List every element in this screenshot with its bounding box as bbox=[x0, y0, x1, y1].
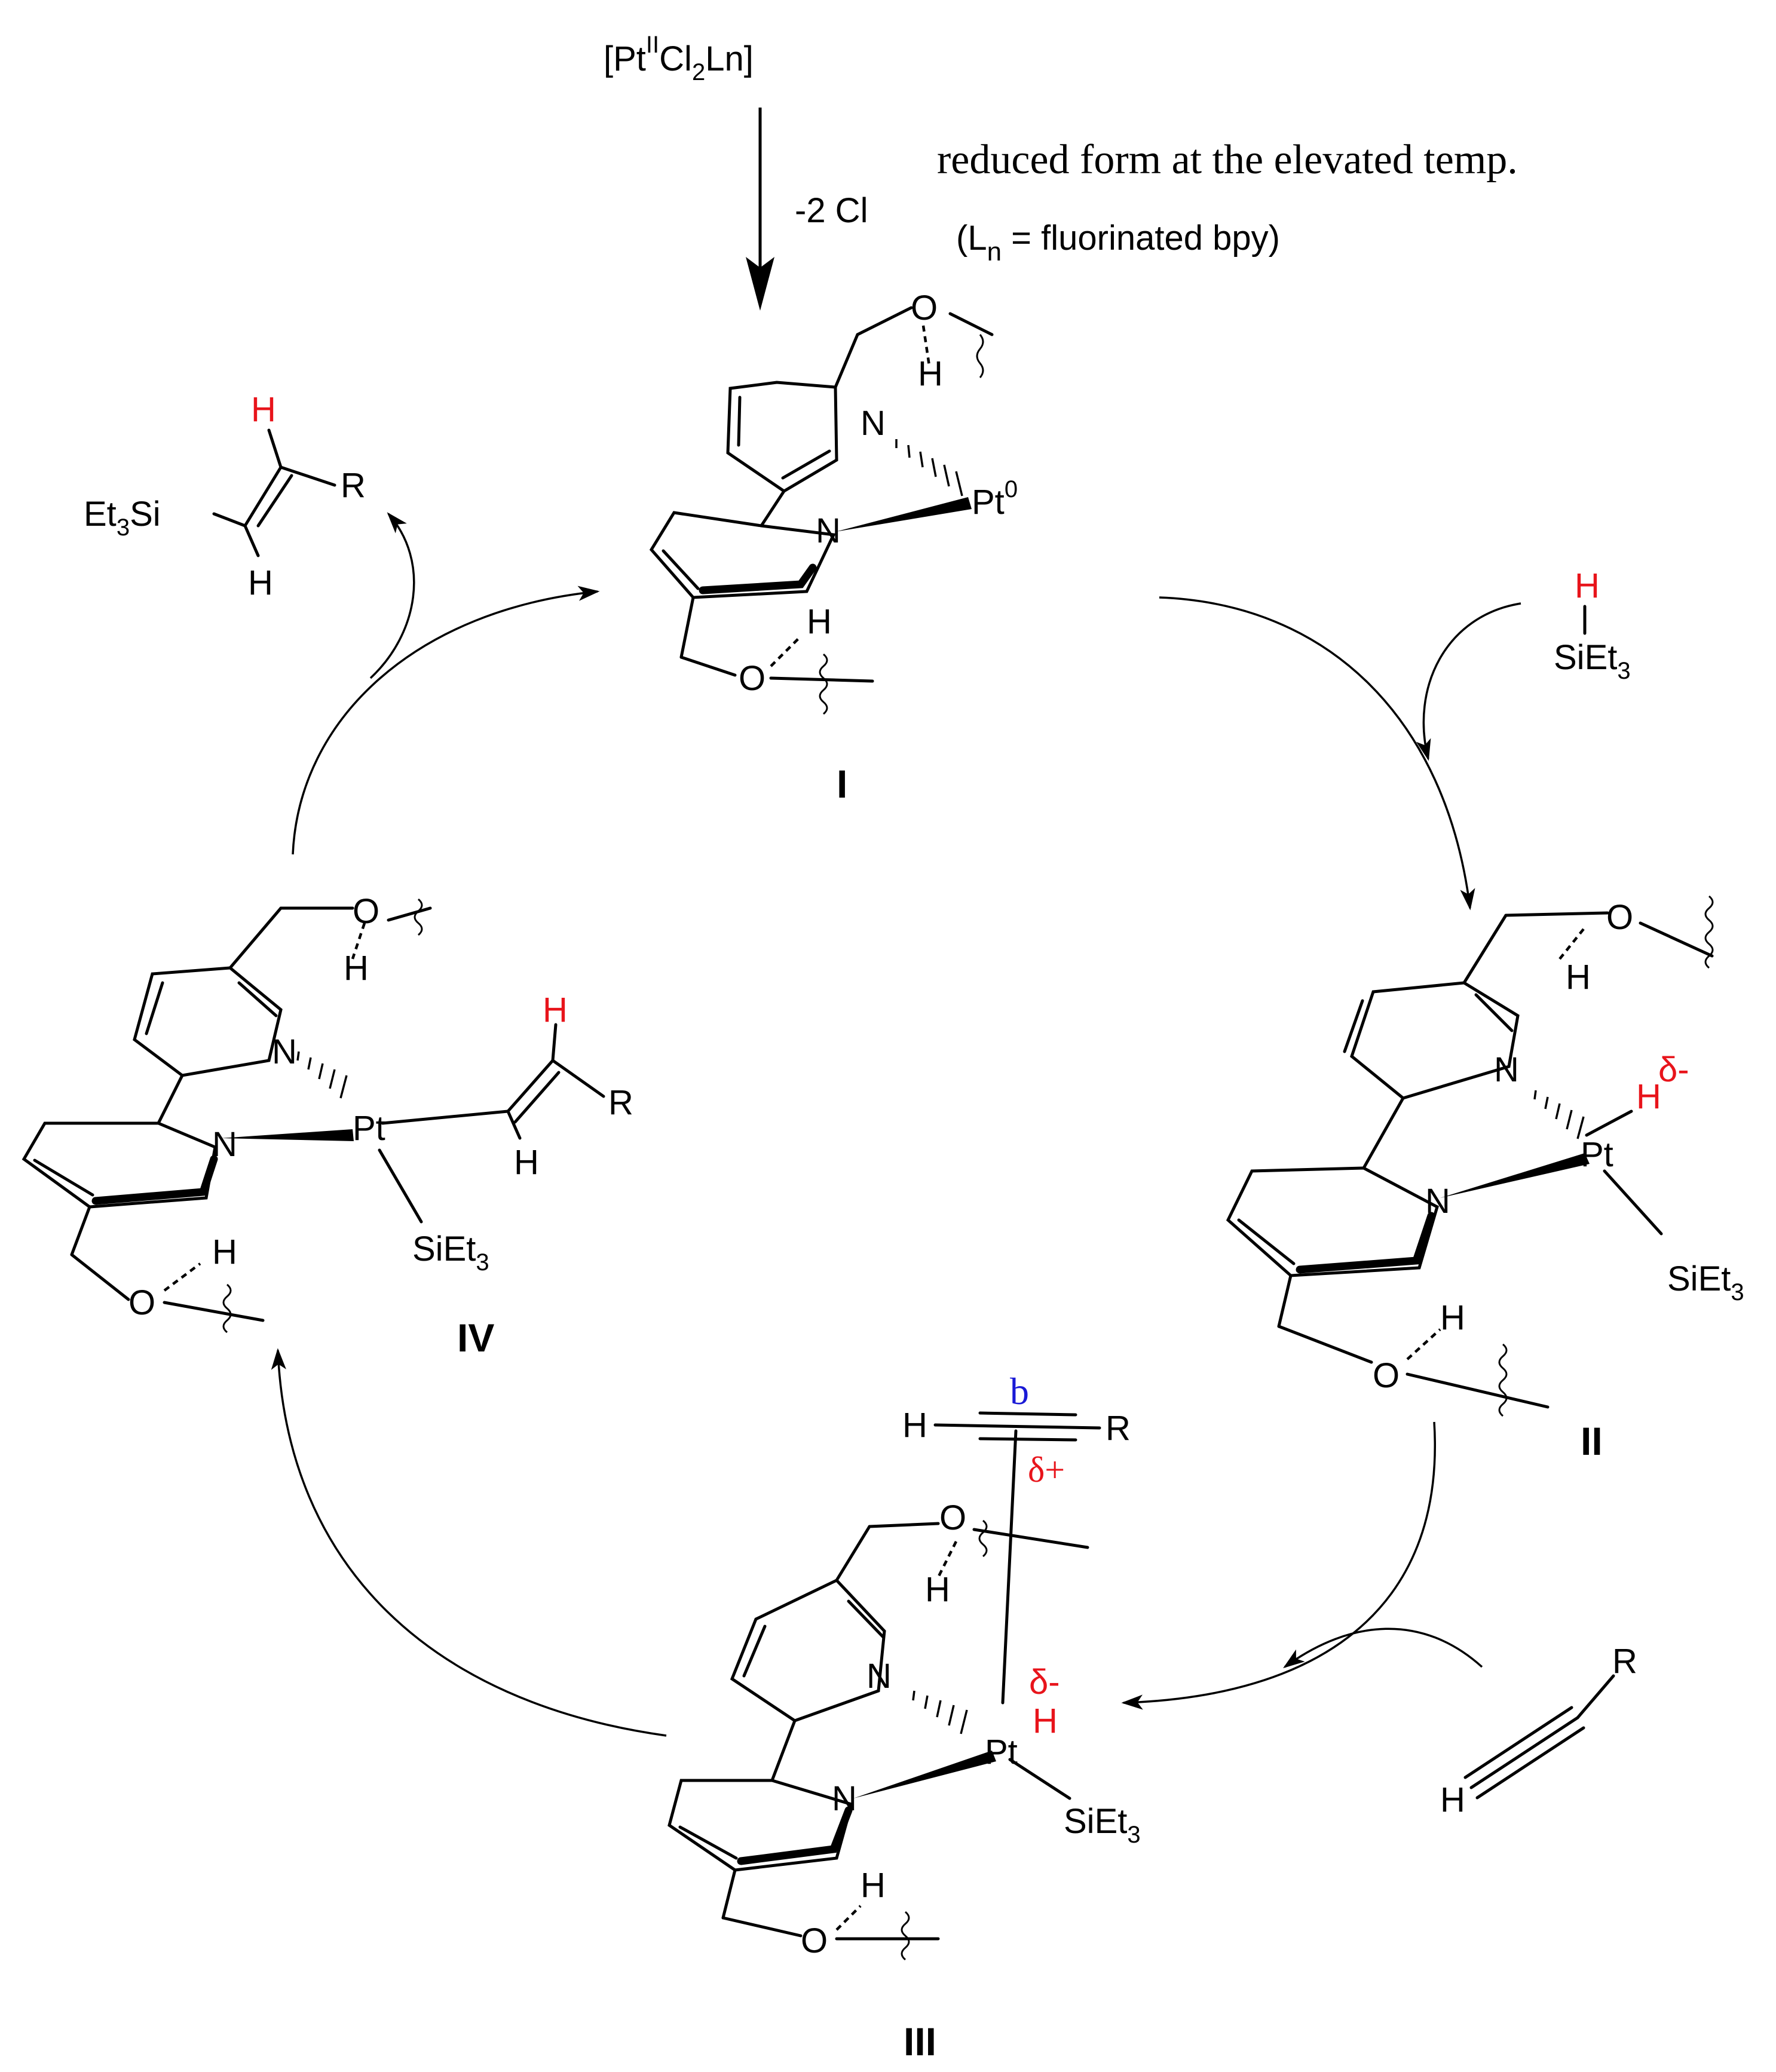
arrow-III-to-IV bbox=[271, 1348, 667, 1737]
activation-arrowhead bbox=[746, 257, 774, 311]
svg-text:O: O bbox=[801, 1921, 828, 1960]
label-II: II bbox=[1581, 1419, 1603, 1463]
svg-text:H: H bbox=[918, 354, 943, 393]
svg-text:N: N bbox=[1494, 1050, 1519, 1089]
svg-text:N: N bbox=[272, 1032, 297, 1071]
arrow-alkyne-addition bbox=[1283, 1627, 1483, 1669]
svg-text:SiEt3: SiEt3 bbox=[1554, 638, 1631, 684]
svg-text:N: N bbox=[816, 511, 841, 550]
label-I: I bbox=[837, 762, 847, 806]
svg-text:N: N bbox=[1425, 1182, 1450, 1221]
complex-II: O H N N Pt H δ- SiEt3 H O bbox=[1226, 895, 1744, 1417]
svg-text:H: H bbox=[212, 1233, 237, 1271]
svg-text:H: H bbox=[1033, 1702, 1058, 1740]
svg-text:H: H bbox=[1566, 958, 1591, 997]
label-III: III bbox=[904, 2019, 936, 2064]
svg-text:H: H bbox=[925, 1570, 950, 1609]
svg-text:δ+: δ+ bbox=[1028, 1450, 1065, 1489]
svg-text:H: H bbox=[543, 991, 568, 1029]
svg-text:O: O bbox=[128, 1283, 155, 1322]
svg-text:N: N bbox=[832, 1779, 857, 1818]
svg-text:O: O bbox=[939, 1498, 966, 1537]
svg-text:Pt0: Pt0 bbox=[972, 476, 1018, 522]
svg-text:R: R bbox=[1612, 1642, 1637, 1681]
svg-text:[PtIICl2Ln]: [PtIICl2Ln] bbox=[604, 32, 754, 85]
svg-text:H: H bbox=[861, 1866, 886, 1905]
svg-text:b: b bbox=[1010, 1370, 1029, 1412]
triethylsilane-reagent: H SiEt3 bbox=[1554, 566, 1631, 684]
svg-text:H: H bbox=[248, 563, 273, 602]
arrow-II-to-III bbox=[1121, 1421, 1436, 1710]
svg-text:H: H bbox=[251, 390, 276, 429]
svg-text:SiEt3: SiEt3 bbox=[412, 1230, 489, 1276]
arrow-silane-addition bbox=[1416, 602, 1521, 761]
svg-text:R: R bbox=[341, 466, 366, 505]
svg-text:O: O bbox=[911, 289, 938, 327]
reduction-note: reduced form at the elevated temp. bbox=[937, 137, 1518, 183]
complex-I: N N O O H H Pt0 bbox=[649, 289, 1018, 715]
label-IV: IV bbox=[457, 1316, 494, 1360]
svg-text:δ-: δ- bbox=[1029, 1663, 1060, 1702]
svg-text:N: N bbox=[212, 1125, 237, 1164]
svg-text:SiEt3: SiEt3 bbox=[1064, 1802, 1141, 1848]
svg-text:H: H bbox=[1440, 1298, 1465, 1337]
svg-text:Pt: Pt bbox=[353, 1109, 385, 1148]
svg-text:H: H bbox=[902, 1406, 927, 1445]
svg-text:N: N bbox=[861, 404, 886, 443]
svg-text:O: O bbox=[739, 659, 765, 698]
complex-IV: O H N N Pt H R H SiEt3 H O bbox=[22, 892, 633, 1334]
svg-text:H: H bbox=[807, 602, 832, 641]
precursor-formula: [PtIICl2Ln] bbox=[604, 32, 754, 85]
svg-text:H: H bbox=[514, 1143, 539, 1182]
svg-text:R: R bbox=[1106, 1409, 1131, 1448]
svg-text:O: O bbox=[353, 892, 379, 931]
svg-text:(Ln = fluorinated bpy): (Ln = fluorinated bpy) bbox=[956, 219, 1280, 266]
svg-text:SiEt3: SiEt3 bbox=[1667, 1259, 1744, 1305]
svg-text:O: O bbox=[1373, 1356, 1400, 1395]
svg-text:R: R bbox=[608, 1083, 633, 1122]
svg-text:H: H bbox=[1575, 566, 1600, 605]
chloride-loss-label: -2 Cl bbox=[795, 191, 868, 230]
svg-text:O: O bbox=[1606, 898, 1633, 937]
complex-III: H R b δ+ O H N N bbox=[667, 1370, 1141, 1961]
svg-text:Et3Si: Et3Si bbox=[84, 495, 161, 541]
arrow-I-to-II bbox=[1159, 596, 1475, 911]
svg-text:H: H bbox=[1440, 1780, 1465, 1819]
svg-text:δ-: δ- bbox=[1658, 1050, 1689, 1089]
svg-text:H: H bbox=[344, 949, 369, 988]
svg-text:Pt: Pt bbox=[985, 1733, 1018, 1771]
ligand-note: (Ln = fluorinated bpy) bbox=[956, 219, 1280, 266]
arrow-IV-to-I bbox=[292, 586, 600, 855]
svg-text:N: N bbox=[866, 1657, 892, 1696]
vinylsilane-product: Et3Si H R H bbox=[84, 390, 366, 602]
arrow-product-release bbox=[369, 512, 415, 679]
alkyne-reagent: H R bbox=[1440, 1642, 1637, 1819]
svg-text:H: H bbox=[1636, 1077, 1661, 1116]
svg-text:Pt: Pt bbox=[1581, 1135, 1613, 1174]
